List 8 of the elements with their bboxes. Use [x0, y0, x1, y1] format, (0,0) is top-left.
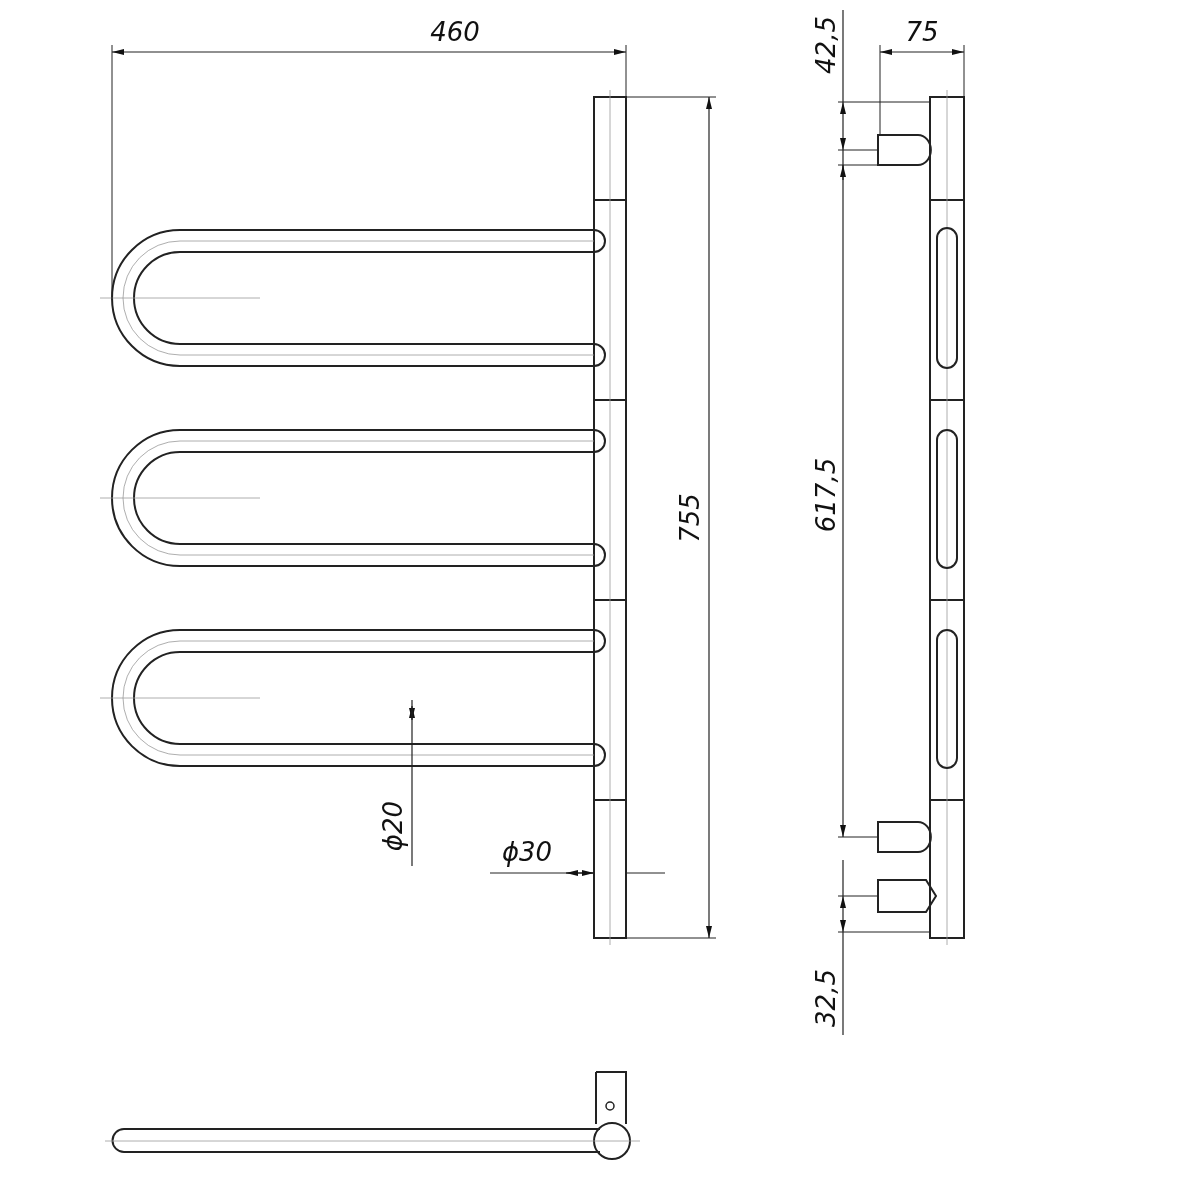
dimension-value: 32,5	[813, 969, 839, 1027]
dimension-value: 617,5	[813, 457, 839, 533]
dimension-value: 755	[677, 493, 703, 543]
dimension-value: 42,5	[813, 16, 839, 74]
dimension-value: 75	[905, 19, 939, 45]
diameter-value: ϕ20	[380, 800, 406, 852]
diameter-value: ϕ30	[501, 839, 553, 865]
dimension-value: 460	[430, 19, 480, 45]
